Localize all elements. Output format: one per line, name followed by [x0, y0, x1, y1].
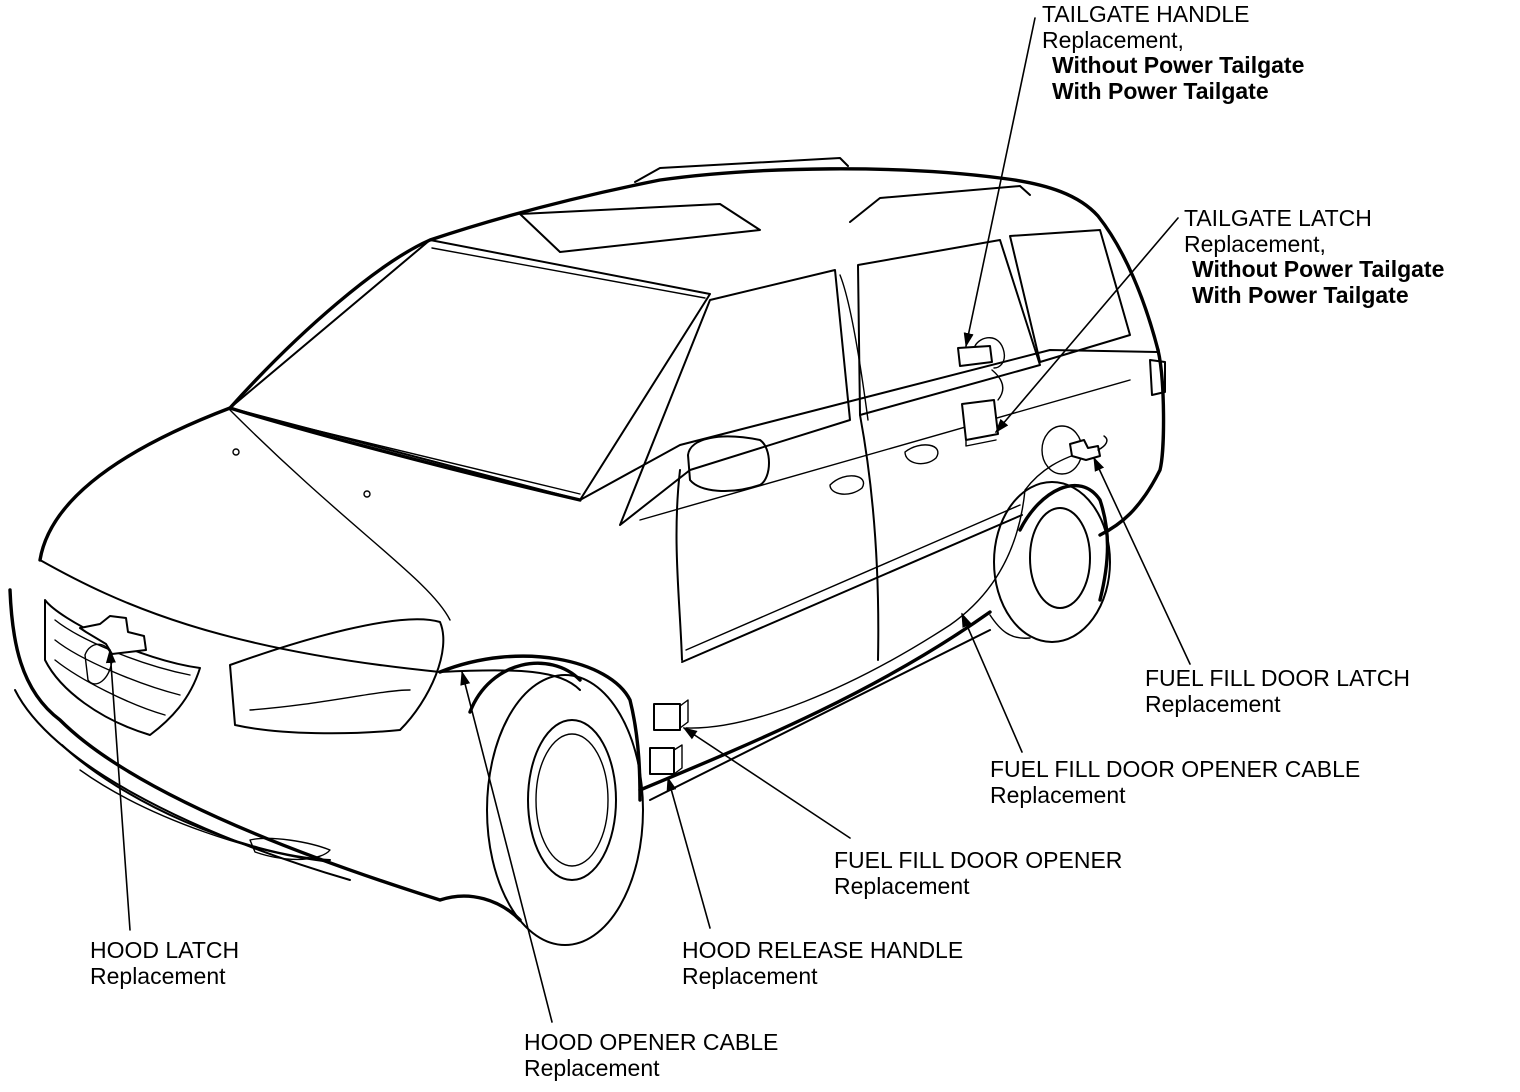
fuel-fill-door-latch-part	[1069, 439, 1101, 461]
sliding-door-window	[857, 239, 1041, 416]
rear-fender-arch	[1018, 483, 1110, 602]
tailgate-latch-subtitle: Replacement,	[1184, 230, 1326, 257]
front-door-handle	[829, 475, 865, 495]
tailgate-latch-part	[961, 399, 999, 441]
tailgate-latch-title: TAILGATE LATCH	[1184, 205, 1372, 231]
front-door-seam	[675, 469, 683, 661]
fog-lamp	[249, 837, 331, 861]
rocker-panel	[638, 610, 992, 792]
hood-edge	[39, 559, 581, 691]
windshield	[229, 239, 711, 501]
side-mirror	[687, 435, 770, 492]
lower-grille	[61, 744, 331, 861]
side-moulding	[681, 514, 1023, 663]
fuel-fill-door-opener-subtitle: Replacement	[834, 872, 970, 899]
callout-hood-latch: HOOD LATCH Replacement	[90, 937, 240, 989]
callout-tailgate-handle: TAILGATE HANDLE Replacement, Without Pow…	[1042, 1, 1305, 104]
sliding-door-seam	[859, 414, 880, 661]
rear-body	[1098, 348, 1166, 537]
rear-quarter-window	[1009, 229, 1131, 363]
fuel-fill-door-latch-title: FUEL FILL DOOR LATCH	[1145, 665, 1410, 691]
leader-hood-opener-cable	[460, 670, 553, 1023]
front-bumper	[8, 588, 522, 922]
roof-rail-rear	[849, 185, 1031, 223]
tailgate-handle-part	[957, 345, 993, 367]
callout-fuel-fill-door-latch: FUEL FILL DOOR LATCH Replacement	[1145, 665, 1410, 717]
front-fender-arch	[438, 654, 642, 802]
tail-lamp	[1149, 359, 1166, 396]
fuel-fill-door-opener-title: FUEL FILL DOOR OPENER	[834, 847, 1123, 873]
tailgate-handle-subtitle: Replacement,	[1042, 26, 1184, 53]
callout-fuel-fill-door-opener-cable: FUEL FILL DOOR OPENER CABLE Replacement	[990, 756, 1361, 808]
sliding-door-handle	[904, 444, 939, 465]
front-wheel-outer	[486, 674, 644, 946]
roof-outline	[228, 167, 1160, 410]
leader-tailgate-latch	[995, 217, 1179, 434]
hood-release-handle-subtitle: Replacement	[682, 962, 818, 989]
fuel-fill-door-opener-cable-subtitle: Replacement	[990, 781, 1126, 808]
callout-hood-opener-cable: HOOD OPENER CABLE Replacement	[524, 1029, 779, 1081]
leader-hood-release-handle	[666, 776, 711, 929]
emblem	[84, 643, 113, 685]
rear-wheel-outer	[993, 481, 1111, 643]
leader-fuel-fill-door-latch	[1093, 456, 1191, 665]
vehicle-body	[8, 157, 1166, 946]
front-door-window	[619, 269, 851, 526]
leader-tailgate-handle	[963, 17, 1036, 348]
hood-latch-title: HOOD LATCH	[90, 937, 240, 963]
fuel-fill-door-latch-subtitle: Replacement	[1145, 690, 1281, 717]
front-wheel-rim	[527, 719, 617, 881]
tailgate-handle-option-with-power[interactable]: With Power Tailgate	[1052, 77, 1269, 104]
hood-release-handle-title: HOOD RELEASE HANDLE	[682, 937, 964, 963]
hood-latch-subtitle: Replacement	[90, 962, 226, 989]
hood-release-handle-part	[649, 747, 675, 775]
leader-lines	[105, 17, 1191, 1023]
components	[79, 337, 1108, 775]
hood-opener-cable-title: HOOD OPENER CABLE	[524, 1029, 779, 1055]
fuel-fill-door-opener-part	[653, 703, 681, 731]
hood-outline	[38, 406, 582, 562]
hood-opener-cable-subtitle: Replacement	[524, 1054, 660, 1081]
tailgate-handle-title: TAILGATE HANDLE	[1042, 1, 1250, 27]
tailgate-latch-option-without-power[interactable]: Without Power Tailgate	[1192, 256, 1445, 282]
rear-wheel-rim	[1029, 507, 1091, 609]
leader-fuel-fill-door-opener	[682, 727, 851, 839]
callout-tailgate-latch: TAILGATE LATCH Replacement, Without Powe…	[1184, 205, 1445, 308]
roof-rail-front	[634, 157, 849, 183]
hood-latch-part	[79, 615, 147, 655]
callout-hood-release-handle: HOOD RELEASE HANDLE Replacement	[682, 937, 964, 989]
leader-hood-latch	[105, 648, 131, 931]
tailgate-handle-option-without-power[interactable]: Without Power Tailgate	[1052, 52, 1305, 78]
headlamp	[229, 618, 445, 735]
sill-lower	[649, 629, 991, 801]
fuel-fill-cable	[685, 449, 1091, 729]
tailgate-latch-option-with-power[interactable]: With Power Tailgate	[1192, 281, 1409, 308]
callout-fuel-fill-door-opener: FUEL FILL DOOR OPENER Replacement	[834, 847, 1123, 899]
sunroof	[519, 203, 761, 253]
leader-fuel-fill-door-opener-cable	[961, 612, 1023, 753]
fuel-fill-door-opener-cable-title: FUEL FILL DOOR OPENER CABLE	[990, 756, 1361, 782]
